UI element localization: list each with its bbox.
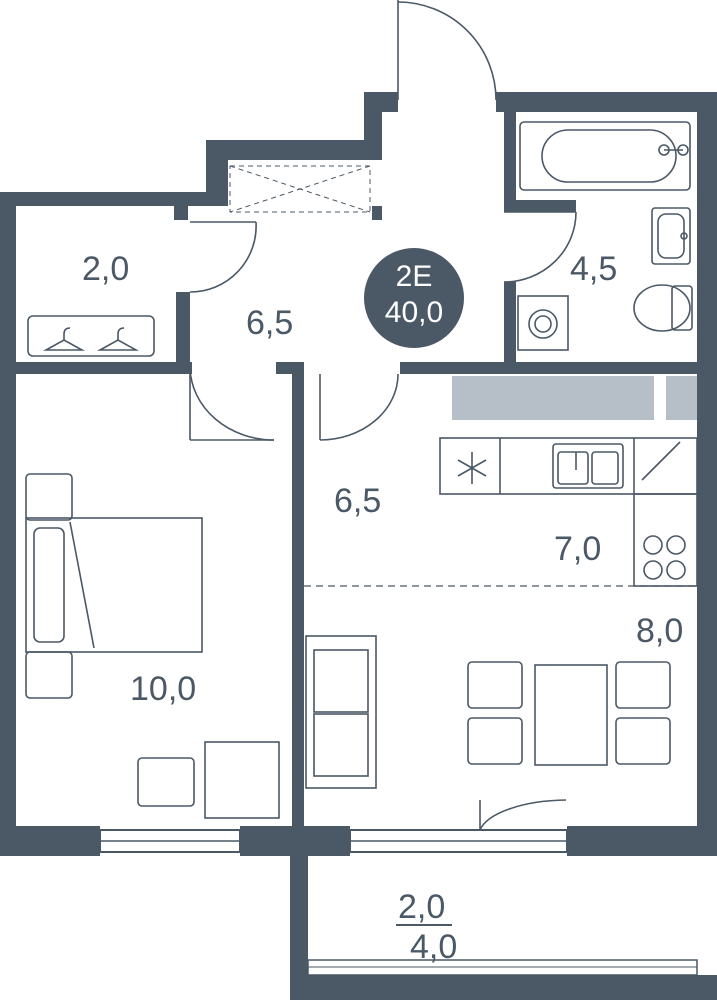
room-area-bathroom: 4,5 xyxy=(570,250,618,288)
room-area-balcony-bottom: 4,0 xyxy=(410,928,458,966)
furniture xyxy=(25,121,698,819)
room-area-living: 8,0 xyxy=(636,612,684,650)
room-area-bedroom: 10,0 xyxy=(130,670,197,708)
room-area-corridor: 6,5 xyxy=(334,482,382,520)
apartment-badge: 2E 40,0 xyxy=(364,248,464,348)
room-area-balcony-top: 2,0 xyxy=(398,888,446,926)
walls xyxy=(0,92,717,1000)
doors xyxy=(189,0,577,831)
room-area-hall: 6,5 xyxy=(246,304,294,342)
entrance-niche xyxy=(229,165,371,213)
room-area-wardrobe: 2,0 xyxy=(82,250,130,288)
balcony-fraction-line xyxy=(396,924,452,926)
apartment-type: 2E xyxy=(395,260,433,293)
room-area-kitchen: 7,0 xyxy=(554,530,602,568)
apartment-total-area: 40,0 xyxy=(384,296,444,329)
windows xyxy=(99,376,698,976)
